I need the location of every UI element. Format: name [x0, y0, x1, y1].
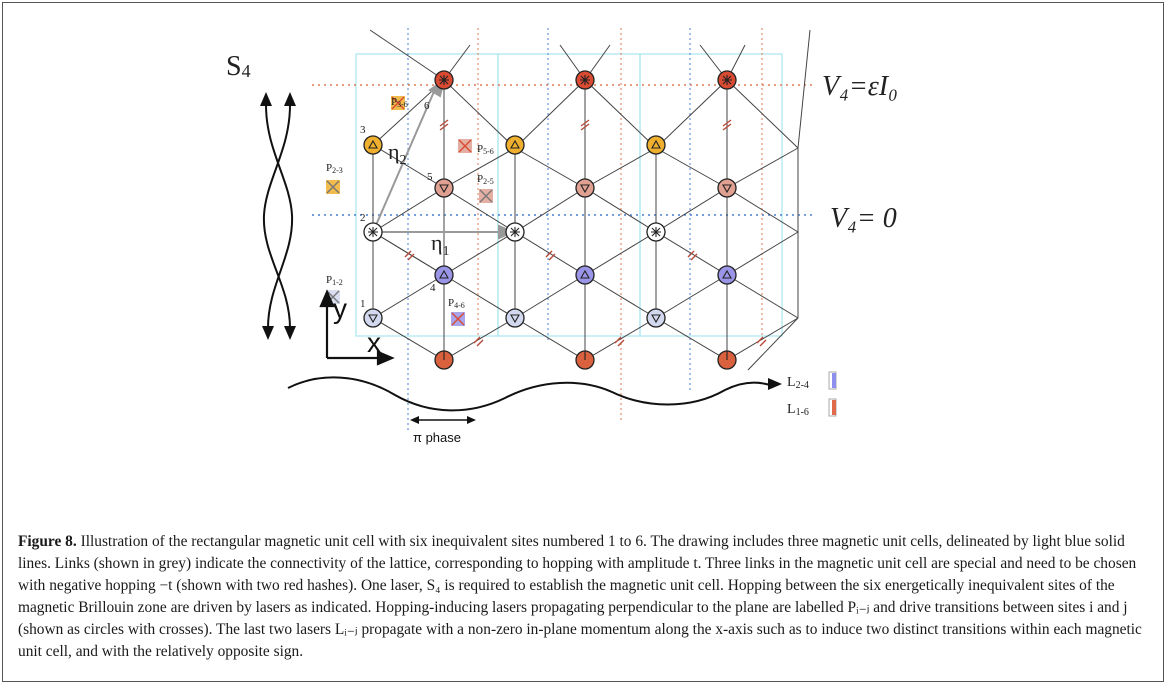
p-marker-5	[479, 189, 493, 203]
p-laser-labels: P1-2 P2-3 P3-6 P5-6 P2-5 P4-6	[326, 96, 494, 310]
site-site1	[505, 308, 525, 328]
site-site2	[363, 222, 383, 242]
eta2-label: η2	[388, 139, 407, 168]
p46-label: P4-6	[448, 297, 465, 310]
site-site2	[646, 222, 666, 242]
site-site-bottom	[434, 350, 454, 370]
site-site1	[646, 308, 666, 328]
legend-l16-swatch	[832, 400, 836, 415]
lattice-figure: η2 η1 1 2 3 4 5 6 P1-2 P2-3 P3-6 P5-6 P2…	[226, 28, 898, 445]
figure-caption: Figure 8. Illustration of the rectangula…	[18, 531, 1148, 663]
site-number-3: 3	[360, 124, 366, 136]
pi-phase-label: π phase	[413, 430, 461, 445]
eta1-label: η1	[431, 230, 450, 259]
site-number-1: 1	[360, 298, 366, 310]
site-site2	[505, 222, 525, 242]
legend-l24-swatch	[832, 373, 836, 388]
site-site4	[434, 265, 454, 285]
wavy-laser-arrowhead	[768, 378, 782, 390]
site-site5	[575, 178, 595, 198]
p25-label: P2-5	[477, 173, 494, 186]
axis-x-label: x	[367, 327, 381, 358]
s4-arrowheads	[260, 92, 296, 340]
site-site5	[717, 178, 737, 198]
site-site6	[434, 70, 454, 90]
caption-text: Illustration of the rectangular magnetic…	[18, 533, 1142, 660]
p36-label: P3-6	[391, 96, 408, 109]
p-marker-3	[391, 96, 405, 110]
site-site-bottom	[717, 350, 737, 370]
caption-label: Figure 8.	[18, 533, 77, 550]
site-site4	[717, 265, 737, 285]
pi-phase-arrow	[410, 416, 476, 424]
laser-legend: L2-4 L1-6	[787, 371, 837, 418]
site-site1	[363, 308, 383, 328]
p-marker-2	[326, 180, 340, 194]
lattice-sites	[363, 70, 737, 370]
site-number-2: 2	[360, 212, 366, 224]
s4-crossing-arrows	[262, 104, 294, 329]
site-site3	[646, 135, 666, 155]
unit-cell-outlines	[355, 53, 783, 337]
v4-top-label: V₄=εI₀	[822, 71, 898, 102]
negative-hopping-hashes	[404, 119, 767, 347]
site-numbers: 1 2 3 4 5 6	[360, 100, 436, 310]
site-site3	[505, 135, 525, 155]
p12-label: P1-2	[326, 274, 343, 287]
site-site6	[575, 70, 595, 90]
site-site5	[434, 178, 454, 198]
p56-label: P5-6	[477, 143, 494, 156]
v4-mid-label: V₄= 0	[830, 203, 897, 234]
site-number-6: 6	[424, 100, 430, 112]
site-site6	[717, 70, 737, 90]
s4-label: S4	[226, 51, 251, 82]
site-number-5: 5	[427, 171, 433, 183]
site-site4	[575, 265, 595, 285]
wavy-laser-line	[287, 376, 771, 412]
dotted-verticals	[407, 28, 763, 430]
site-site3	[363, 135, 383, 155]
p23-label: P2-3	[326, 162, 343, 175]
site-number-4: 4	[430, 282, 436, 294]
p-marker-4	[458, 139, 472, 153]
p-marker-6	[451, 312, 465, 326]
p-laser-markers	[326, 96, 493, 326]
legend-l24-label: L2-4	[787, 375, 809, 391]
site-site-bottom	[575, 350, 595, 370]
xy-axes	[319, 289, 395, 366]
axis-y-label: y	[333, 293, 347, 324]
legend-l16-label: L1-6	[787, 402, 809, 418]
